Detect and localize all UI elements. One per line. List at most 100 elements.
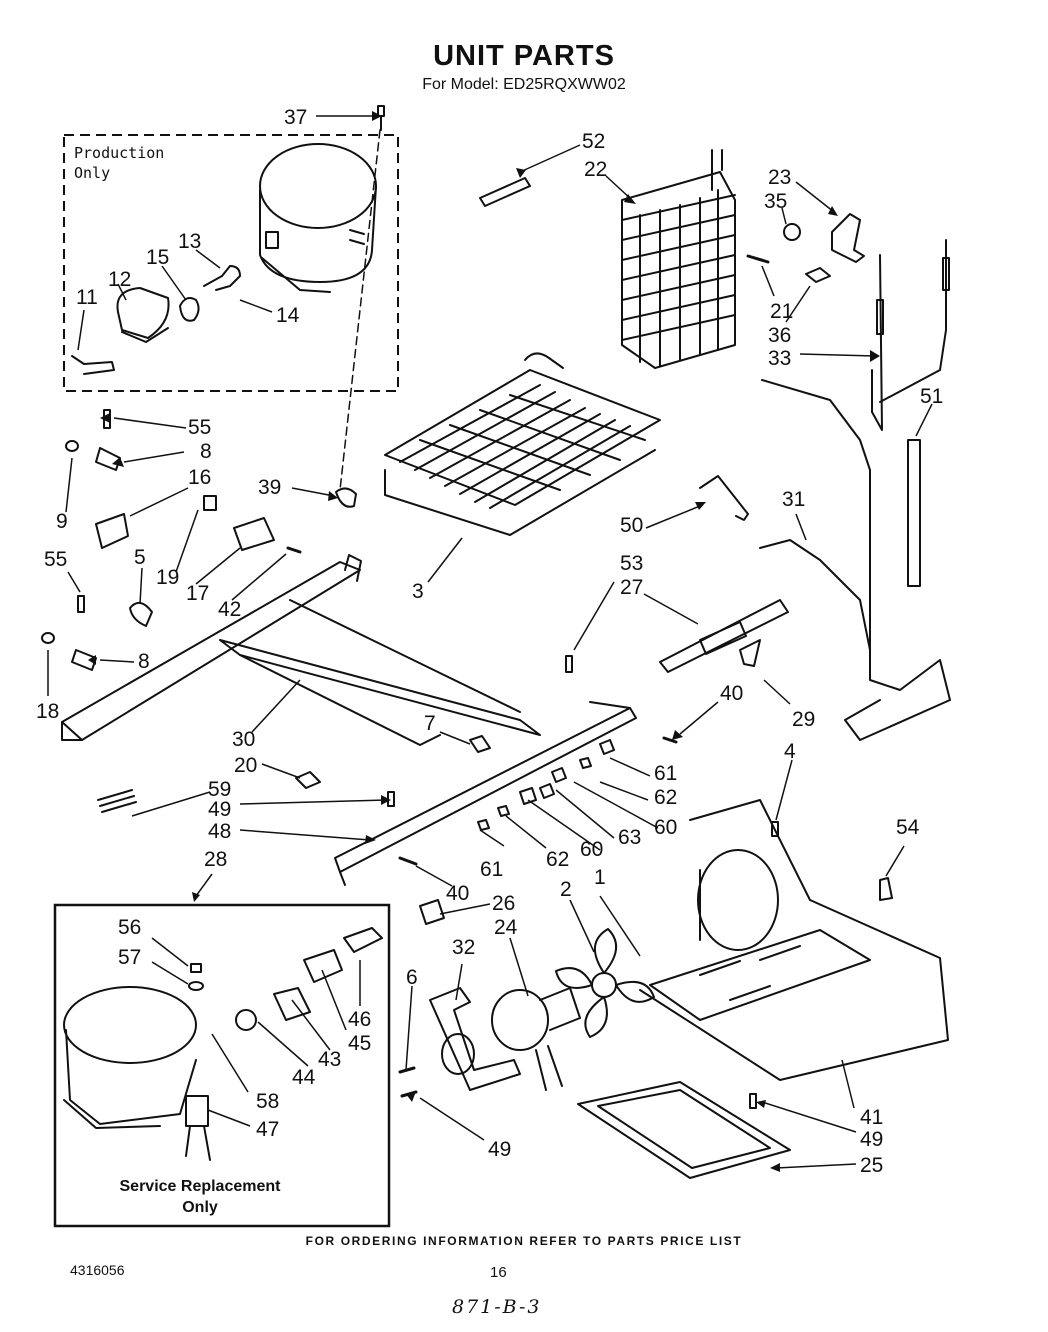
tube-33-shape (871, 254, 883, 431)
screw-40b-shape (398, 856, 418, 866)
callout-39: 39 (258, 476, 281, 499)
screw-55b-bracket-8b-shape (71, 595, 97, 671)
callout-49b: 49 (860, 1128, 883, 1151)
fan-shroud-4 (639, 799, 949, 1081)
compressor-production-shape (259, 143, 377, 293)
callout-15: 15 (146, 246, 169, 269)
heater-52-shape (479, 177, 531, 207)
callout-23: 23 (768, 166, 791, 189)
callout-35: 35 (764, 190, 787, 213)
leader-arrowheads (88, 111, 880, 1172)
callout-30: 30 (232, 728, 255, 751)
callout-62b: 62 (546, 848, 569, 871)
callout-31: 31 (782, 488, 805, 511)
callout-51: 51 (920, 385, 943, 408)
production-label-line1: Production (74, 144, 165, 162)
tubing-31-shape (761, 379, 951, 741)
model-number: For Model: ED25RQXWW02 (422, 76, 626, 93)
callout-50: 50 (620, 514, 643, 537)
callout-12: 12 (108, 268, 131, 291)
page-title: UNIT PARTS (433, 40, 615, 72)
callout-13: 13 (178, 230, 201, 253)
screw-42-shape (286, 546, 302, 554)
cross-bar-48 (334, 701, 637, 886)
callout-21: 21 (770, 300, 793, 323)
fan-motor-24 (491, 987, 581, 1091)
clip-20-shape (295, 771, 321, 789)
frame-rail-30 (61, 554, 541, 746)
callout-43: 43 (318, 1048, 341, 1071)
service-label-line2: Only (182, 1199, 218, 1216)
callout-28: 28 (204, 848, 227, 871)
callout-5: 5 (134, 546, 146, 569)
motor-bracket-32 (429, 987, 521, 1091)
callout-62: 62 (654, 786, 677, 809)
tube-51-shape (907, 439, 921, 587)
callout-53: 53 (620, 552, 643, 575)
screws-6-49-shape (398, 1066, 418, 1098)
service-replacement-label: Service Replacement Only (110, 1176, 290, 1218)
capillary-tube-shape (879, 239, 947, 403)
tubing-31b-shape (759, 539, 871, 651)
callout-42: 42 (218, 598, 241, 621)
callout-37: 37 (284, 106, 307, 129)
screw-55-bracket-8-shape (95, 409, 121, 471)
clip-11-shape (71, 355, 115, 375)
callout-55: 55 (188, 416, 211, 439)
callout-32: 32 (452, 936, 475, 959)
capacitor-47-shape (185, 1095, 211, 1161)
callout-8b: 8 (138, 650, 150, 673)
callout-26: 26 (492, 892, 515, 915)
relay-17-shape (233, 517, 275, 551)
callout-41: 41 (860, 1106, 883, 1129)
terminal-13-shape (203, 265, 241, 291)
screw-21-shape (746, 254, 770, 264)
callout-58: 58 (256, 1090, 279, 1113)
leader-37-39 (339, 129, 381, 491)
drier-27-shape (659, 599, 789, 673)
callout-19: 19 (156, 566, 179, 589)
callout-16: 16 (188, 466, 211, 489)
production-only-box (63, 134, 399, 392)
overload-44-shape (235, 1009, 257, 1031)
grommet-9-shape (65, 440, 79, 452)
callout-59: 59 (208, 778, 231, 801)
clip-46-shape (343, 927, 383, 953)
part-19-shape (203, 495, 217, 511)
grommets-63-60-shape (539, 767, 567, 799)
washer-57-shape (188, 981, 204, 991)
callout-25: 25 (860, 1154, 883, 1177)
callout-45: 45 (348, 1032, 371, 1055)
drier-33-shape (876, 257, 950, 335)
screw-37-shape (377, 105, 385, 131)
callout-52: 52 (582, 130, 605, 153)
callout-3: 3 (412, 580, 424, 603)
spring-59-shape (97, 789, 137, 813)
callout-61b: 61 (480, 858, 503, 881)
screw-40-shape (662, 736, 678, 744)
grommet-35-shape (783, 223, 801, 241)
handwritten-note: 871-B-3 (452, 1296, 542, 1318)
production-label-line2: Only (74, 164, 111, 182)
grommet-39-shape (335, 487, 357, 508)
grommets-61-62-shape (579, 739, 615, 769)
screw-53-shape (565, 655, 573, 673)
callout-63: 63 (618, 826, 641, 849)
production-only-label: Production Only (74, 143, 164, 183)
clip-5-shape (129, 601, 153, 627)
leader-lines (47, 115, 933, 1169)
callout-11: 11 (76, 286, 98, 309)
grommet-15-shape (179, 297, 200, 322)
callout-22: 22 (584, 158, 607, 181)
callout-33: 33 (768, 347, 791, 370)
callout-numbers: 37 52 22 23 35 21 36 33 51 13 15 12 11 1… (36, 106, 943, 1177)
callout-29: 29 (792, 708, 815, 731)
screw-49c-shape (749, 1093, 757, 1109)
screw-4-shape (771, 821, 779, 837)
bracket-23-shape (831, 213, 865, 263)
callout-36: 36 (768, 324, 791, 347)
ordering-note: FOR ORDERING INFORMATION REFER TO PARTS … (305, 1234, 743, 1248)
bracket-26-shape (419, 899, 445, 925)
grommet-18-shape (41, 632, 55, 644)
